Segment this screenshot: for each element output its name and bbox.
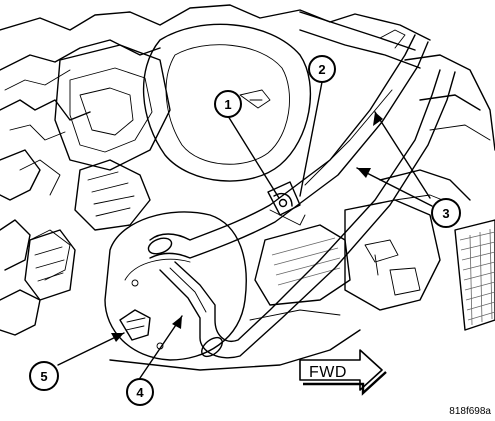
leader-lines — [57, 81, 433, 379]
callout-5: 5 — [29, 361, 59, 391]
callout-5-label: 5 — [40, 369, 47, 384]
forward-direction-arrow: FWD — [299, 349, 387, 396]
callout-2-label: 2 — [318, 62, 325, 77]
heater-hoses — [147, 34, 456, 359]
callout-3-label: 3 — [442, 206, 449, 221]
fwd-label: FWD — [309, 364, 347, 381]
callout-4: 4 — [126, 378, 154, 406]
hose-bracket — [119, 309, 151, 341]
callout-2: 2 — [308, 55, 336, 83]
figure-id: 818f698a — [449, 406, 491, 417]
callout-3: 3 — [431, 198, 461, 228]
right-grille-block — [454, 219, 495, 331]
callout-1-label: 1 — [224, 97, 231, 112]
callout-1: 1 — [214, 90, 242, 118]
callout-4-label: 4 — [136, 385, 144, 400]
background-structure — [0, 4, 495, 371]
